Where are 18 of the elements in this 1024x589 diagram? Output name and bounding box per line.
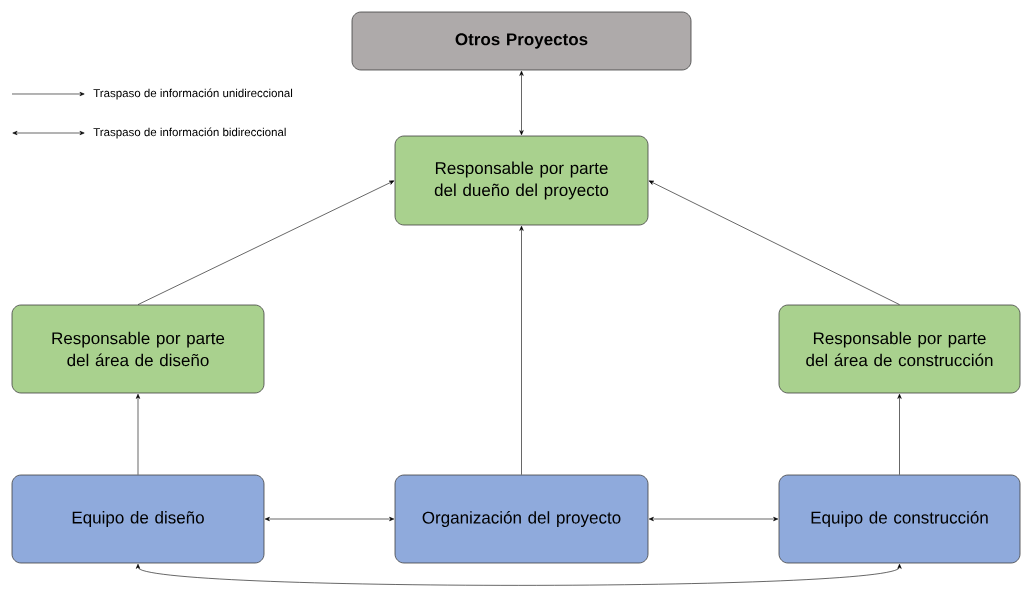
team-box: Equipo de diseño [11, 474, 265, 564]
team-box: Equipo de construcción [778, 474, 1021, 564]
team-box: Organización del proyecto [394, 474, 649, 564]
arrow [519, 70, 524, 136]
arrow [137, 180, 395, 305]
arrow [648, 180, 900, 305]
role-box: Responsable por parte del área de diseño [11, 304, 265, 394]
role-box: Responsable por parte del área de construcción [778, 304, 1021, 394]
arrow [135, 563, 902, 586]
arrow [519, 225, 524, 475]
arrow [135, 393, 141, 475]
arrow [264, 516, 395, 522]
arrow [897, 393, 902, 475]
project-box: Otros Proyectos [351, 11, 692, 71]
role-box: Responsable por parte del dueño del proyecto [394, 135, 649, 226]
legend-text: Traspaso de información bidireccional [93, 127, 286, 139]
legend-text: Traspaso de información unidireccional [93, 88, 293, 100]
arrow [648, 516, 779, 522]
